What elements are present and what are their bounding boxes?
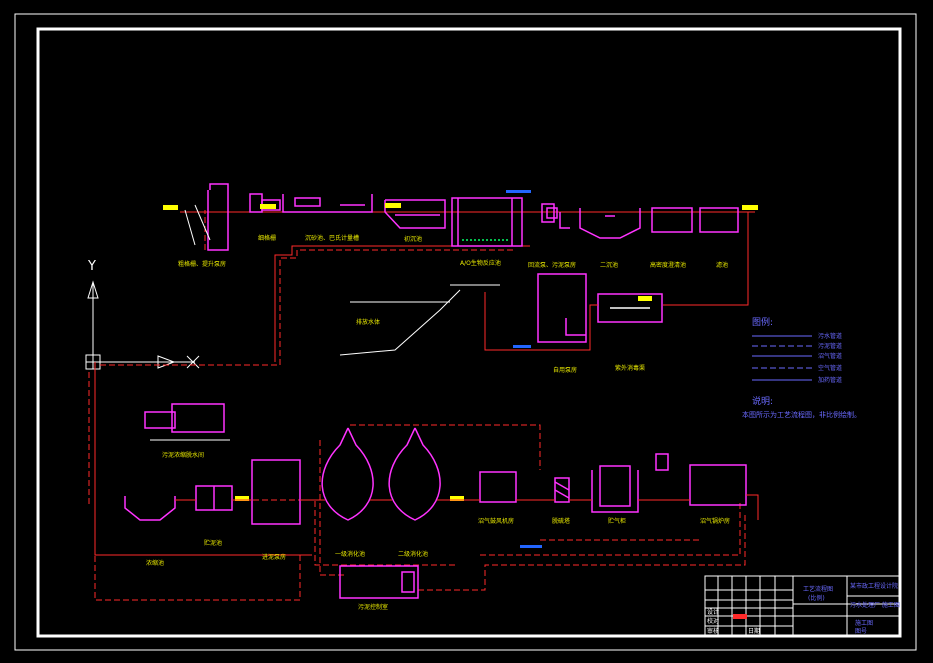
- fine-screen-grit: [249, 193, 373, 213]
- blue-tag: [520, 545, 542, 548]
- level-mark: [638, 296, 652, 301]
- level-mark: [742, 205, 758, 210]
- tb-drawing-no: 图号: [855, 628, 867, 635]
- level-mark: [385, 203, 401, 208]
- sludge-pipe-main: [175, 494, 759, 520]
- label-digester1: 一级消化池: [335, 550, 365, 558]
- blue-tag: [506, 190, 531, 193]
- tb-project: 污水处理厂 施工图: [850, 601, 900, 609]
- label-grid-pump: 粗格栅、提升泵房: [178, 260, 226, 268]
- label-fine-grid: 细格栅: [258, 234, 276, 242]
- pipe-dashed: [88, 210, 746, 601]
- legend-item: 污水管道: [818, 332, 842, 340]
- tb-row-label: 校对: [707, 617, 719, 625]
- ucs-icon: [85, 280, 200, 370]
- tb-drawing-sub: (比例): [808, 594, 825, 602]
- gas-holder: [591, 465, 639, 513]
- level-mark: [163, 205, 178, 210]
- label-gas-holder: 贮气柜: [608, 517, 626, 525]
- tb-row-label: 审核: [707, 627, 719, 635]
- ao-bioreactor: [451, 197, 523, 247]
- tb-row-label: 设计: [707, 608, 719, 616]
- digester-1: [321, 427, 374, 521]
- storage-tank: [195, 485, 233, 511]
- label-ao-tank: A/O生物反应池: [460, 259, 501, 267]
- coarse-screen-pump: [184, 183, 229, 251]
- feed-pump: [251, 459, 301, 525]
- biogas-blower: [479, 471, 517, 503]
- label-biogas-boiler: 沼气锅炉房: [700, 517, 730, 525]
- label-return-pump: 回流泵、污泥泵房: [528, 261, 576, 269]
- label-uv: 紫外消毒渠: [615, 364, 645, 372]
- label-discharge: 排放水体: [356, 318, 380, 326]
- sludge-control-room: [339, 565, 419, 599]
- legend-item: 污泥管道: [818, 342, 842, 350]
- title-block: [704, 575, 901, 637]
- level-mark: [260, 204, 276, 209]
- tb-date-label: 日期: [748, 627, 760, 635]
- notes-title: 说明:: [752, 395, 773, 407]
- primary-clarifier: [384, 199, 446, 229]
- tb-stage: 施工图: [855, 619, 873, 627]
- label-primary-tank: 初沉池: [404, 235, 422, 243]
- secondary-clarifier: [579, 208, 641, 239]
- return-pump-house: [541, 203, 570, 229]
- blue-tag: [513, 345, 531, 348]
- label-sludge-control: 污泥控制室: [358, 603, 388, 611]
- desulfur-tower: [554, 477, 570, 503]
- filter-tank: [699, 207, 739, 233]
- label-desulfur: 脱硫塔: [552, 517, 570, 525]
- label-feed-pump: 进泥泵房: [262, 553, 286, 561]
- tb-drawing-name: 工艺流程图: [803, 585, 833, 593]
- uv-channel: [597, 293, 663, 323]
- tb-company: 某市政工程设计院: [850, 582, 898, 590]
- digester-2: [388, 427, 441, 521]
- label-sludge-thicken: 污泥浓缩脱水间: [162, 451, 204, 459]
- level-mark: [450, 496, 464, 501]
- legend: [752, 335, 812, 381]
- label-grit-tank: 沉砂池、巴氏计量槽: [305, 234, 359, 242]
- label-biogas-blower: 沼气鼓风机房: [478, 517, 514, 525]
- title-block-mark: [733, 614, 747, 619]
- discharge-water-body: [339, 284, 598, 356]
- biogas-boiler: [655, 453, 747, 506]
- high-density-clarifier: [651, 207, 693, 233]
- label-secondary-tank: 二沉池: [600, 261, 618, 269]
- label-digester2: 二级消化池: [398, 550, 428, 558]
- legend-item: 加药管道: [818, 376, 842, 384]
- self-use-pump: [537, 273, 587, 343]
- legend-item: 空气管道: [818, 364, 842, 372]
- thickener: [124, 496, 176, 521]
- y-axis-label: Y: [87, 259, 96, 274]
- notes-text: 本图所示为工艺流程图，非比例绘制。: [742, 410, 861, 419]
- inner-border: [36, 27, 902, 638]
- legend-title: 图例:: [752, 316, 773, 328]
- label-self-pump: 自用泵房: [553, 366, 577, 374]
- label-high-density: 高密度澄清池: [650, 261, 686, 269]
- sludge-dewatering: [144, 403, 230, 441]
- legend-item: 沼气管道: [818, 352, 842, 360]
- label-storage: 贮泥池: [204, 539, 222, 547]
- label-thickener: 浓缩池: [146, 559, 164, 567]
- label-filter: 滤池: [716, 261, 728, 269]
- level-mark: [235, 496, 249, 501]
- outer-border: [14, 13, 917, 651]
